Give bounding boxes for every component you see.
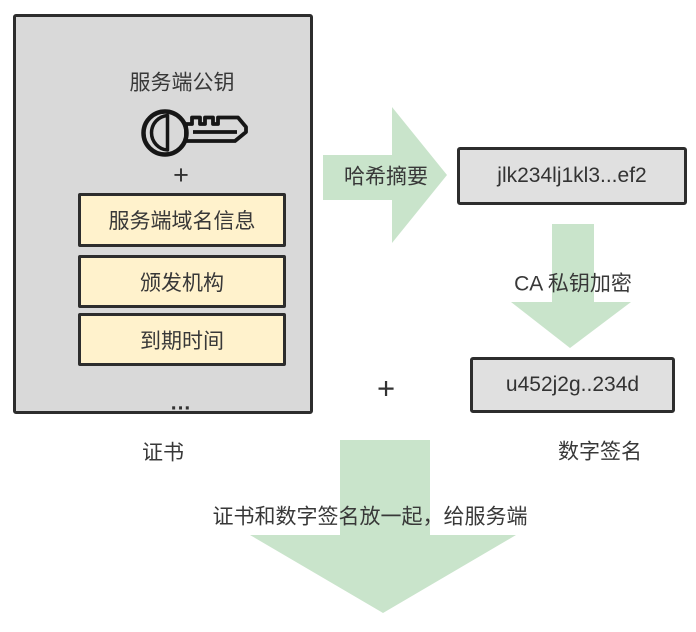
hash-digest-arrow <box>323 107 447 243</box>
ellipsis-more-fields: ... <box>170 391 192 415</box>
digest-value-box: jlk234lj1kl3...ef2 <box>457 147 687 205</box>
field-issuer: 颁发机构 <box>78 255 286 308</box>
digest-value: jlk234lj1kl3...ef2 <box>497 164 647 187</box>
hash-digest-arrow-label: 哈希摘要 <box>344 165 428 189</box>
signature-value-box: u452j2g..234d <box>470 357 675 413</box>
plus-sign-combine: + <box>376 370 396 406</box>
ca-encrypt-arrow-label: CA 私钥加密 <box>514 272 632 296</box>
signature-value: u452j2g..234d <box>505 373 640 396</box>
key-icon <box>141 109 248 157</box>
server-public-key-title: 服务端公钥 <box>129 71 235 95</box>
digital-signature-label: 数字签名 <box>558 440 642 464</box>
certificate-box: 服务端公钥 + 服务端域名信息 颁发机构 到期时间 ... <box>13 14 313 414</box>
combine-send-arrow-label: 证书和数字签名放一起，给服务端 <box>212 505 528 529</box>
plus-sign-inner: + <box>173 159 189 190</box>
ca-encrypt-arrow <box>511 224 631 348</box>
certificate-label: 证书 <box>142 441 184 465</box>
field-expiry: 到期时间 <box>78 313 286 366</box>
combine-send-arrow <box>250 440 516 613</box>
field-domain-info: 服务端域名信息 <box>78 193 286 247</box>
